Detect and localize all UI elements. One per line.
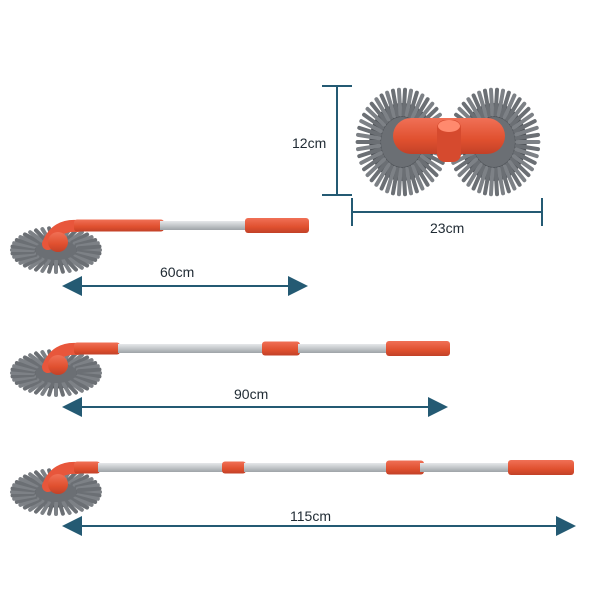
length-60-label: 60cm [160, 264, 195, 280]
pole-grip-sleeve [245, 218, 309, 233]
pole-grip-sleeve [386, 460, 424, 475]
head-width-label: 23cm [430, 220, 465, 236]
pole-grip-sleeve [74, 219, 164, 232]
telescopic-pole-icon [160, 221, 250, 230]
telescopic-pole-icon [98, 463, 226, 472]
length-90-label: 90cm [234, 386, 269, 402]
telescopic-pole-icon [118, 344, 266, 353]
pole-grip-sleeve [262, 341, 300, 356]
head-pivot [48, 355, 68, 375]
telescopic-pole-icon [298, 344, 390, 353]
head-height-label: 12cm [292, 135, 327, 151]
pole-grip-sleeve [386, 341, 450, 356]
telescopic-pole-icon [420, 463, 512, 472]
chenille-mop-head-icon [355, 87, 541, 197]
mop-head-top-view [322, 85, 543, 226]
head-pivot [48, 474, 68, 494]
head-pivot [48, 232, 68, 252]
pole-grip-sleeve [74, 461, 100, 474]
length-115-label: 115cm [290, 508, 331, 524]
telescopic-pole-icon [244, 463, 390, 472]
chenille-fibers [10, 349, 102, 397]
pole-grip-sleeve [74, 342, 120, 355]
mop-long-115cm [10, 460, 574, 516]
mop-medium-90cm [10, 341, 450, 397]
pole-grip-sleeve [222, 461, 246, 474]
pole-grip-sleeve [508, 460, 574, 475]
mop-short-60cm [10, 218, 309, 274]
